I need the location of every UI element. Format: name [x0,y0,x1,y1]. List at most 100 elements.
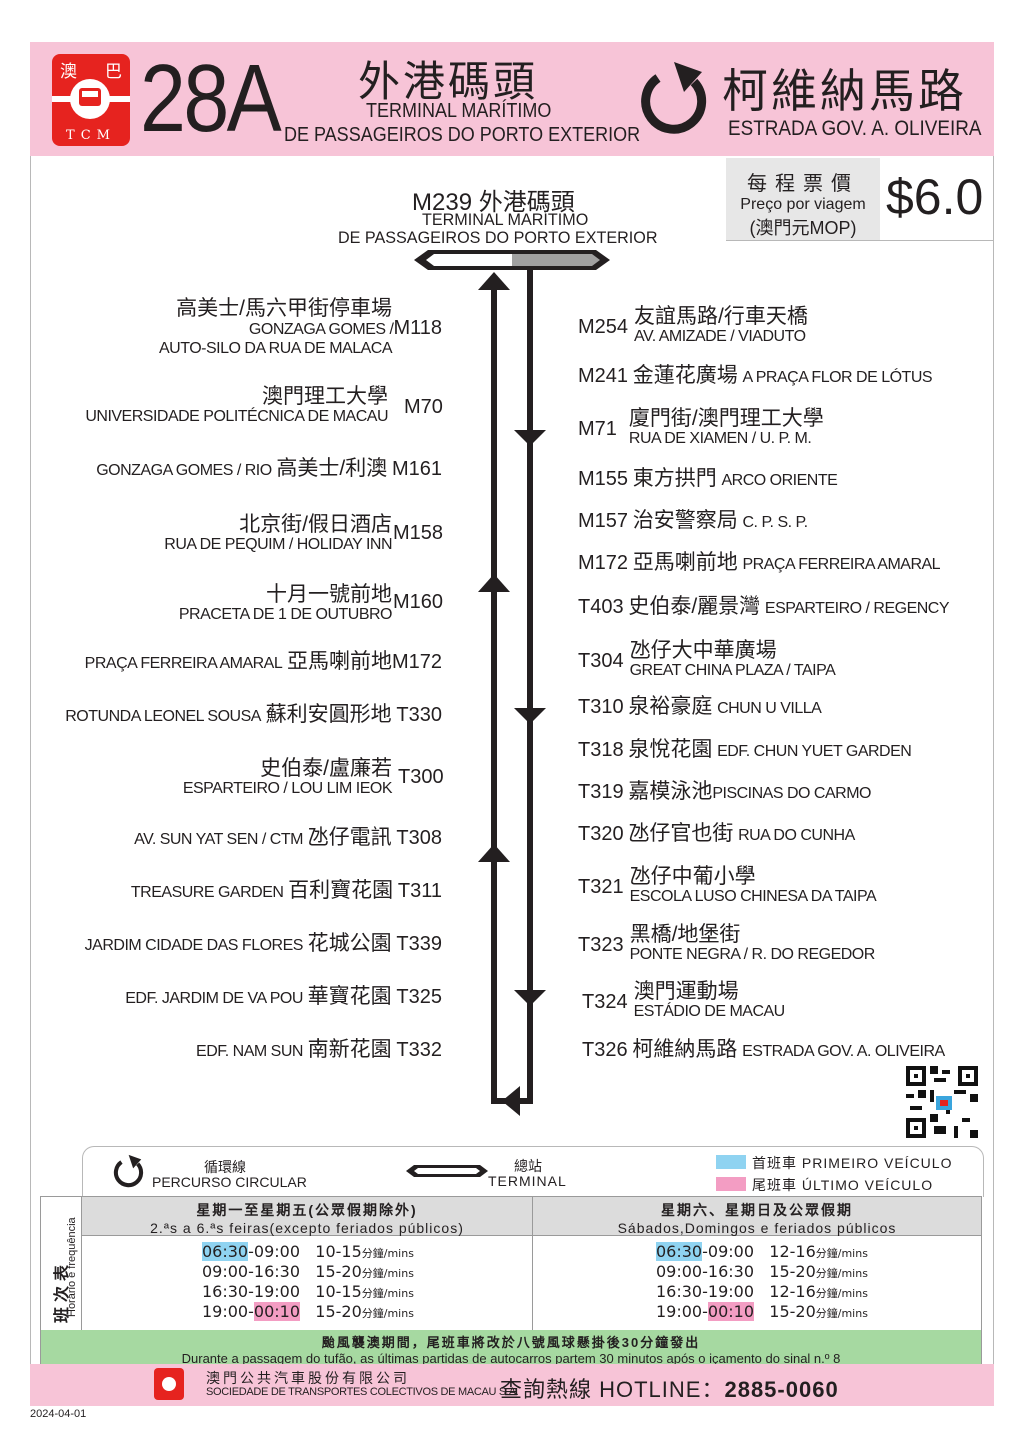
stop-cn: 花城公園 [307,932,392,955]
stop-cn: 高美士/利澳 [276,457,388,480]
company-cn: 澳門公共汽車股份有限公司 [206,1370,410,1386]
terminal-line3: DE PASSAGEIROS DO PORTO EXTERIOR [338,228,658,247]
frequency-unit: 分鐘/mins [815,1247,868,1260]
stop-pt: ESTRADA GOV. A. OLIVEIRA [742,1043,945,1060]
logo-char-left: 澳 [60,62,77,82]
stop-code: T326 [582,1039,628,1061]
left-stop-m118: 高美士/馬六甲街停車場 GONZAGA GOMES /M118 AUTO-SIL… [159,298,442,358]
terminal-icon [406,1165,488,1177]
left-stop-m160: 十月一號前地 PRACETA DE 1 DE OUTUBRO [179,583,393,624]
stop-cn: 嘉模泳池 [628,780,713,803]
print-date: 2024-04-01 [30,1408,87,1420]
time-end: -16:30 [248,1262,300,1281]
terminal-line2: TERMINAL MARÍTIMO [422,210,589,229]
right-stop-m157: M157 治安警察局 C. P. S. P. [578,510,808,532]
stop-cn: 澳門理工大學 [262,385,388,408]
stop-code: M254 [578,315,629,338]
stop-cn: 百利寶花園 [288,879,394,902]
stop-cn: 澳門運動場 [633,980,739,1003]
circular-route-icon [641,62,707,134]
time-end: -09:00 [248,1242,300,1261]
stop-pt: RUA DE XIAMEN / U. P. M. [628,430,812,447]
bus-icon [70,79,110,119]
stop-pt: ESCOLA LUSO CHINESA DA TAIPA [629,888,877,905]
stop-code: T403 [578,596,624,618]
weekend-row-4: 19:00-00:10 15-20分鐘/mins [656,1302,868,1321]
left-stop-m158: 北京街/假日酒店 RUA DE PEQUIM / HOLIDAY INN [164,513,392,554]
typhoon-pt: Durante a passagem do tufão, as últimas … [181,1351,841,1366]
stop-code: M155 [578,468,629,490]
time-start: 06:30 [656,1242,703,1261]
stop-code: M158 [393,522,444,544]
right-stop-t326: T326 柯維納馬路 ESTRADA GOV. A. OLIVEIRA [582,1038,945,1061]
destination-pt: ESTRADA GOV. A. OLIVEIRA [728,117,982,140]
legend-last-bus: 尾班車 ÚLTIMO VEÍCULO [752,1177,934,1193]
stop-pt: PONTE NEGRA / R. DO REGEDOR [629,946,876,963]
stop-cn: 泉悅花園 [628,738,713,761]
stop-pt: GONZAGA GOMES / RIO [96,462,272,479]
time-start: 09:00 [202,1262,249,1281]
time-end: -09:00 [702,1242,754,1261]
weekend-cn: 星期六、星期日及公眾假期 [661,1202,853,1218]
origin-pt-line1: TERMINAL MARÍTIMO [366,100,552,122]
frequency-unit: 分鐘/mins [815,1307,868,1320]
weekend-row-2: 09:00-16:30 15-20分鐘/mins [656,1262,868,1281]
stop-code: M160 [393,591,444,613]
legend-first-bus: 首班車 PRIMEIRO VEÍCULO [752,1155,953,1171]
right-stop-m155: M155 東方拱門 ARCO ORIENTE [578,468,838,490]
stop-pt: RUA DE PEQUIM / HOLIDAY INN [164,536,392,553]
hotline-number[interactable]: 2885-0060 [724,1377,839,1402]
stop-pt: CHUN U VILLA [717,700,822,717]
stop-pt: PISCINAS DO CARMO [712,785,871,802]
stop-code: M157 [578,510,629,532]
stop-code: T330 [396,704,442,726]
stop-pt: ESPARTEIRO / REGENCY [764,600,950,617]
last-bus-swatch [716,1177,746,1191]
time-end: 00:10 [707,1302,754,1321]
fare-currency: (澳門元MOP) [749,218,857,238]
logo-text: TCM [66,128,116,143]
weekday-row-2: 09:00-16:30 15-20分鐘/mins [202,1262,414,1281]
time-start: 19:00- [202,1302,254,1321]
frequency: 10-15 [315,1242,362,1261]
stop-code-m160: M160 [393,591,444,613]
stop-code: M118 [393,317,442,339]
legend-circular-pt: PERCURSO CIRCULAR [152,1174,307,1190]
schedule-side-label: 班次表 Horário e frequência [41,1197,82,1333]
time-end: -19:00 [248,1282,300,1301]
stop-cn: 金蓮花廣場 [632,364,738,387]
weekend-pt: Sábados,Domingos e feriados públicos [617,1220,897,1236]
left-stop-t330: ROTUNDA LEONEL SOUSA 蘇利安圓形地 T330 [65,704,442,726]
stop-cn: 北京街/假日酒店 [239,513,392,536]
frequency: 10-15 [315,1282,362,1301]
time-start: 16:30 [656,1282,703,1301]
origin-pt-line2: DE PASSAGEIROS DO PORTO EXTERIOR [284,124,641,146]
stop-code: M71 [578,417,617,440]
right-stop-t310: T310 泉裕豪庭 CHUN U VILLA [578,696,822,718]
stop-pt: ARCO ORIENTE [721,472,838,489]
stop-cn: 亞馬喇前地 [632,551,738,574]
qr-code-icon[interactable] [906,1066,978,1138]
left-stop-m161: GONZAGA GOMES / RIO 高美士/利澳 M161 [96,457,442,480]
origin-cn: 外港碼頭 [358,58,539,105]
weekday-cn: 星期一至星期五(公眾假期除外) [196,1202,418,1218]
stop-cn: 十月一號前地 [266,583,392,606]
stop-cn: 氹仔大中華廣場 [629,639,777,662]
stop-pt: EDF. JARDIM DE VA POU [125,990,303,1007]
header-band [30,42,994,156]
hotline-label: 查詢熱線 HOTLINE： [500,1377,725,1402]
left-stop-t308: AV. SUN YAT SEN / CTM 氹仔電訊 T308 [134,827,442,849]
time-end: 00:10 [253,1302,300,1321]
legend-terminal-pt: TERMINAL [488,1173,567,1189]
fare-value: $6.0 [886,169,984,225]
weekend-header: 星期六、星期日及公眾假期 Sábados,Domingos e feriados… [533,1197,981,1236]
right-stop-t318: T318 泉悅花園 EDF. CHUN YUET GARDEN [578,738,912,761]
frequency: 15-20 [769,1302,816,1321]
stop-cn: 柯維納馬路 [632,1038,738,1061]
frequency-unit: 分鐘/mins [361,1247,414,1260]
